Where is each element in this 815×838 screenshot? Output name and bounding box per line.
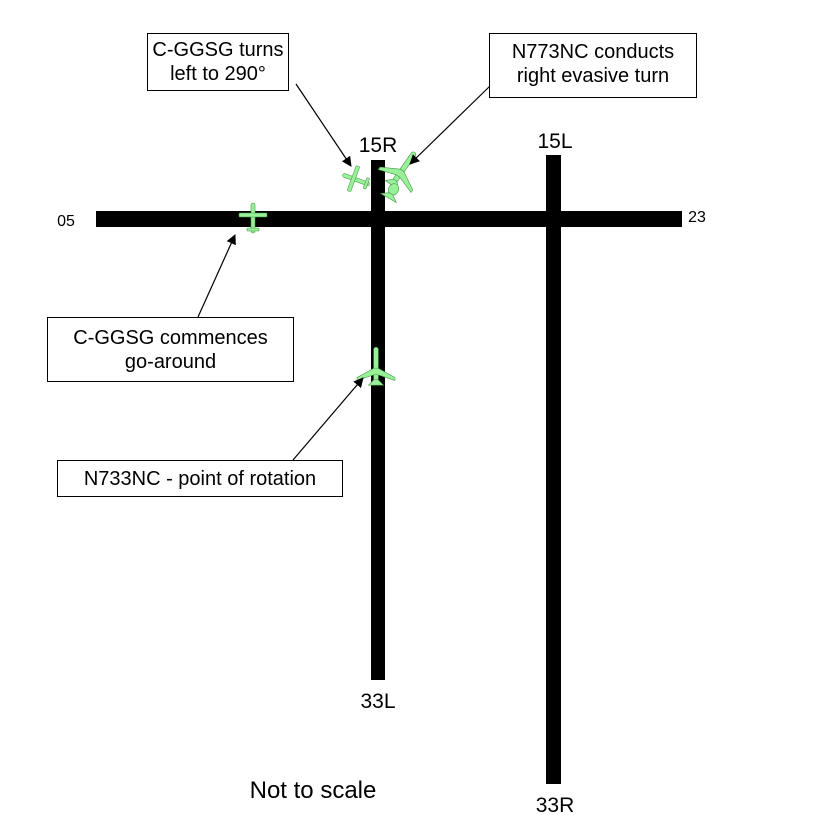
aircraft-n733nc-rotation-icon	[356, 346, 396, 386]
callout-line: right evasive turn	[516, 65, 670, 87]
aircraft-n773nc-tail-icon	[379, 183, 400, 204]
not-to-scale-note: Not to scale	[250, 777, 377, 804]
runway-label-15R: 15R	[359, 134, 398, 157]
runway-label-15L: 15L	[537, 130, 572, 153]
arrow-n733nc-rotation	[292, 377, 364, 461]
callout-line: go-around	[124, 351, 217, 373]
arrow-cggsg-goaround	[197, 234, 236, 318]
callout-line: N773NC conducts	[511, 41, 675, 63]
runway-label-33L: 33L	[360, 690, 395, 713]
arrow-cggsg-turn	[295, 83, 352, 167]
runway-15L-33R	[546, 155, 561, 784]
callout-line: N733NC - point of rotation	[83, 468, 317, 490]
runway-label-33R: 33R	[536, 794, 575, 817]
callout-cggsg-goaround: C-GGSG commences go-around	[47, 317, 294, 382]
callout-line: C-GGSG turns	[152, 39, 284, 61]
callout-n733nc-rotation: N733NC - point of rotation	[57, 460, 343, 497]
callout-cggsg-turn: C-GGSG turns left to 290°	[147, 33, 289, 91]
runway-label-05: 05	[57, 213, 75, 230]
runway-05-23	[96, 211, 682, 227]
runway-label-23: 23	[688, 209, 706, 226]
callout-line: C-GGSG commences	[73, 327, 268, 349]
runway-15R-33L	[371, 160, 385, 680]
callout-n773nc-evasive: N773NC conducts right evasive turn	[489, 33, 697, 98]
callout-line: left to 290°	[170, 63, 266, 85]
arrow-n773nc-evasive	[409, 85, 491, 165]
aircraft-cggsg-turn-icon	[337, 161, 375, 198]
